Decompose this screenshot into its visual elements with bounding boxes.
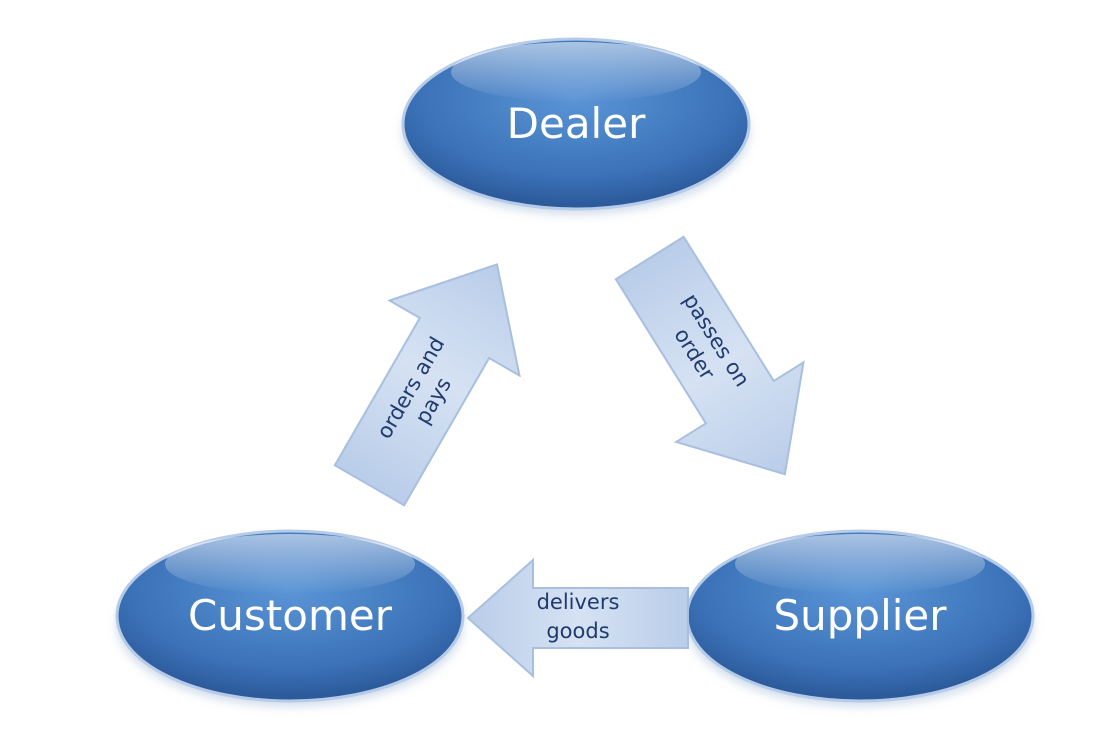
arrow-dealer-to-supplier: passes on order — [614, 235, 805, 476]
customer-node: Customer — [115, 529, 465, 706]
arrow-up-right-icon — [333, 263, 521, 507]
arrow-label-delivers-line2: goods — [546, 619, 609, 643]
customer-label: Customer — [188, 591, 393, 640]
dealer-node: Dealer — [401, 37, 751, 214]
arrow-label-delivers-line1: delivers — [537, 590, 620, 614]
arrow-left-icon — [466, 557, 689, 679]
supplier-label: Supplier — [773, 591, 947, 640]
dealer-label: Dealer — [507, 99, 646, 148]
supplier-node: Supplier — [685, 529, 1035, 706]
arrow-down-right-icon — [614, 235, 805, 476]
arrow-supplier-to-customer — [466, 557, 689, 679]
arrow-customer-to-dealer: orders and pays — [333, 263, 521, 507]
